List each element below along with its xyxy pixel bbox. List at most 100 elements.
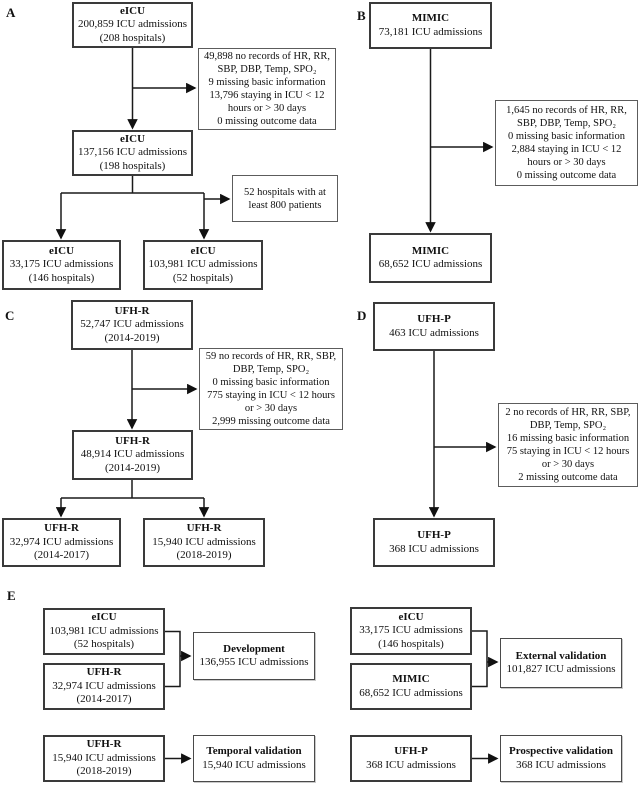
box-line: 368 ICU admissions [366,758,456,771]
box-title: eICU [48,244,75,257]
box-ufhr-initial: UFH-R 52,747 ICU admissions (2014-2019) [71,300,193,350]
box-line: (2018-2019) [176,549,232,562]
box-title: MIMIC [392,673,430,685]
panel-label-d: D [357,308,367,323]
box-line: (2014-2019) [105,461,160,474]
box-line: 2 no records of HR, RR, SBP, DBP, Temp, … [505,407,631,431]
box-title: UFH-P [417,529,451,541]
box-line: 463 ICU admissions [389,326,479,339]
box-eicu-exclusions: 49,898 no records of HR, RR, SBP, DBP, T… [198,48,336,130]
box-line: 103,981 ICU admissions [49,624,159,637]
box-line: 15,940 ICU admissions [52,751,156,764]
box-line: 32,974 ICU admissions [52,679,156,692]
box-mimic-final: MIMIC 68,652 ICU admissions [369,233,492,283]
box-ufhp-initial: UFH-P 463 ICU admissions [373,302,495,351]
bracket-development-merge [165,630,181,688]
box-line: (2018-2019) [76,765,132,778]
box-line: 0 missing outcome data [217,116,317,127]
box-ufhr-2014-2017: UFH-R 32,974 ICU admissions (2014-2017) [2,518,121,567]
box-development-cohort: Development 136,955 ICU admissions [193,632,315,680]
box-line: 101,827 ICU admissions [506,663,616,675]
box-title: MIMIC [411,12,450,24]
box-line: (146 hospitals) [378,637,444,650]
box-eicu-52-hospitals: eICU 103,981 ICU admissions (52 hospital… [143,240,263,290]
box-ufhr-2018-2019: UFH-R 15,940 ICU admissions (2018-2019) [143,518,265,567]
box-line: 775 staying in ICU < 12 hours or > 30 da… [207,390,335,414]
box-line: (146 hospitals) [28,271,95,284]
box-line: (52 hospitals) [73,638,135,651]
box-line: 2,999 missing outcome data [212,416,330,427]
panel-label-e: E [7,588,16,603]
panel-label-a: A [6,5,16,20]
box-line: 1,645 no records of HR, RR, SBP, DBP, Te… [506,105,627,129]
box-line: 0 missing outcome data [516,170,617,181]
box-line: (198 hospitals) [99,159,166,172]
box-title: UFH-R [86,738,122,751]
box-hospital-threshold-note: 52 hospitals with at least 800 patients [232,175,338,222]
box-title: UFH-R [86,666,122,679]
box-title: eICU [398,610,424,623]
box-line: 103,981 ICU admissions [148,258,258,271]
box-eicu-filtered: eICU 137,156 ICU admissions (198 hospita… [72,130,193,176]
box-line: (2014-2017) [76,693,132,706]
box-line: 49,898 no records of HR, RR, SBP, DBP, T… [204,51,330,75]
box-line: 9 missing basic information [208,77,326,88]
box-temporal-validation-cohort: Temporal validation 15,940 ICU admission… [193,735,315,782]
box-title: eICU [91,611,117,624]
box-title: UFH-R [44,522,79,535]
box-e-eicu-ext-source: eICU 33,175 ICU admissions (146 hospital… [350,607,472,655]
box-e-eicu-dev-source: eICU 103,981 ICU admissions (52 hospital… [43,608,165,655]
box-title: UFH-R [115,434,150,447]
box-e-mimic-ext-source: MIMIC 68,652 ICU admissions [350,663,472,710]
box-line: 32,974 ICU admissions [9,535,114,548]
box-line: 68,652 ICU admissions [378,258,483,270]
box-line: 75 staying in ICU < 12 hours or > 30 day… [506,446,630,470]
box-line: 15,940 ICU admissions [202,758,306,771]
box-ufhr-filtered: UFH-R 48,914 ICU admissions (2014-2019) [72,430,193,480]
box-title: UFH-P [394,745,428,757]
box-line: 13,796 staying in ICU < 12 hours or > 30… [209,90,325,114]
box-external-validation-cohort: External validation 101,827 ICU admissio… [500,638,622,688]
box-ufhp-exclusions: 2 no records of HR, RR, SBP, DBP, Temp, … [498,403,638,487]
box-title: External validation [515,649,607,662]
box-line: (2014-2017) [34,549,89,562]
box-line: 16 missing basic information [506,433,630,444]
box-ufhp-final: UFH-P 368 ICU admissions [373,518,495,567]
box-e-ufhr-dev-source: UFH-R 32,974 ICU admissions (2014-2017) [43,663,165,710]
box-line: 200,859 ICU admissions [77,18,188,31]
box-line: 68,652 ICU admissions [359,686,463,699]
box-mimic-initial: MIMIC 73,181 ICU admissions [369,2,492,49]
box-line: 137,156 ICU admissions [77,146,188,159]
box-e-ufhr-temporal-source: UFH-R 15,940 ICU admissions (2018-2019) [43,735,165,782]
panel-label-c: C [5,308,15,323]
bracket-external-merge [472,630,488,688]
box-line: 52,747 ICU admissions [80,318,184,331]
box-title: UFH-R [186,522,222,535]
box-line: 33,175 ICU admissions [9,258,114,271]
box-line: 15,940 ICU admissions [152,535,256,548]
box-line: 136,955 ICU admissions [199,656,309,668]
box-title: Development [223,642,285,655]
box-title: MIMIC [411,244,450,257]
box-mimic-exclusions: 1,645 no records of HR, RR, SBP, DBP, Te… [495,100,638,186]
box-e-ufhp-prospective-source: UFH-P 368 ICU admissions [350,735,472,782]
box-line: 368 ICU admissions [389,542,479,555]
box-title: UFH-R [114,304,150,317]
box-title: eICU [119,132,146,145]
box-title: Temporal validation [206,745,302,757]
box-line: 33,175 ICU admissions [359,624,463,637]
box-eicu-146-hospitals: eICU 33,175 ICU admissions (146 hospital… [2,240,121,290]
box-line: 368 ICU admissions [516,758,606,771]
panel-label-b: B [357,8,366,23]
box-line: 52 hospitals with at least 800 patients [244,186,326,211]
box-title: eICU [190,244,216,257]
box-line: 0 missing basic information [212,377,330,388]
box-title: Prospective validation [509,745,613,757]
box-title: UFH-P [417,313,451,325]
box-ufhr-exclusions: 59 no records of HR, RR, SBP, DBP, Temp,… [199,348,343,430]
box-line: 48,914 ICU admissions [80,448,185,461]
box-prospective-validation-cohort: Prospective validation 368 ICU admission… [500,735,622,782]
box-line: 2 missing outcome data [518,472,618,483]
